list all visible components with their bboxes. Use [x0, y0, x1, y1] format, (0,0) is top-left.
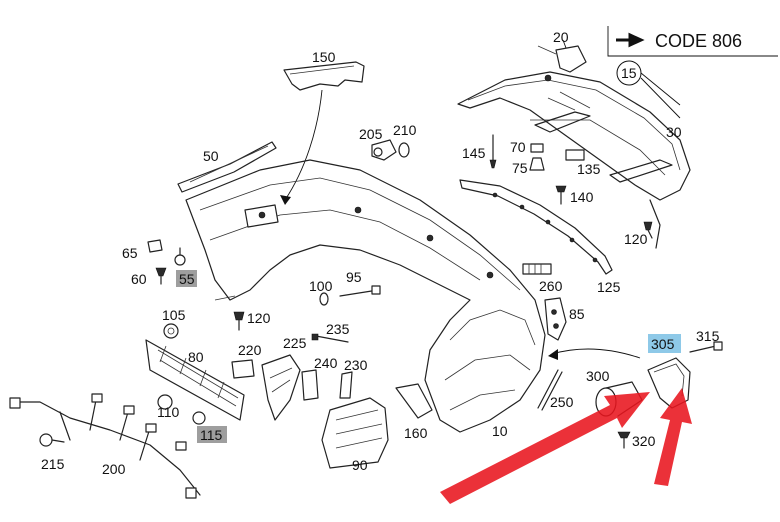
label-220: 220: [238, 342, 262, 358]
red-arrow-left: [440, 392, 650, 504]
part-85: [544, 297, 567, 341]
code-legend: CODE 806: [607, 26, 778, 57]
label-150: 150: [312, 49, 336, 65]
label-75: 75: [512, 160, 528, 176]
part-55: [174, 247, 186, 266]
part-80: [145, 339, 245, 421]
label-235: 235: [326, 321, 350, 337]
label-135: 135: [577, 161, 601, 177]
part-10-bumper: [185, 159, 546, 433]
highlight-305: [648, 334, 681, 353]
label-50: 50: [203, 148, 219, 164]
label-80: 80: [188, 349, 204, 365]
label-95: 95: [346, 269, 362, 285]
label-205: 205: [359, 126, 383, 142]
code-label: CODE 806: [655, 31, 742, 51]
part-30-diffuser: [457, 71, 691, 249]
label-230: 230: [344, 357, 368, 373]
label-15: 15: [621, 65, 637, 81]
label-70: 70: [510, 139, 526, 155]
label-260: 260: [539, 278, 563, 294]
part-205-210: [371, 139, 410, 161]
callout-15: [616, 60, 681, 119]
part-125: [459, 179, 613, 275]
label-120-right: 120: [624, 231, 648, 247]
part-140: [555, 185, 567, 205]
part-95: [339, 285, 381, 297]
part-70-75: [529, 143, 545, 171]
part-215: [39, 433, 65, 447]
assembly-arrow: [548, 348, 641, 360]
label-160: 160: [404, 425, 428, 441]
part-60: [155, 267, 167, 285]
part-105: [163, 323, 179, 339]
part-110: [157, 394, 173, 410]
part-150: [280, 61, 365, 205]
part-135: [565, 149, 585, 161]
label-140: 140: [570, 189, 594, 205]
label-145: 145: [462, 145, 486, 161]
part-65: [147, 239, 163, 253]
label-60: 60: [131, 271, 147, 287]
label-110: 110: [157, 404, 180, 420]
part-120-center: [233, 311, 245, 331]
part-225: [261, 354, 301, 421]
highlight-55: [176, 270, 197, 287]
part-100: [319, 292, 329, 306]
label-105: 105: [162, 307, 186, 323]
part-115: [192, 411, 206, 425]
label-20: 20: [553, 29, 569, 45]
label-55: 55: [179, 271, 195, 287]
arrow-right-icon: [616, 32, 645, 48]
highlight-115: [197, 426, 227, 443]
red-arrow-right: [654, 388, 692, 486]
label-90: 90: [352, 457, 368, 473]
label-300: 300: [586, 368, 610, 384]
label-30: 30: [666, 124, 682, 140]
part-50: [177, 141, 277, 193]
label-305: 305: [651, 336, 675, 352]
label-240: 240: [314, 355, 338, 371]
part-120-right: [643, 221, 653, 239]
part-220: [231, 359, 255, 379]
part-labels: 150 20 15 30 205 210 50 145 70 75 135 14…: [41, 29, 720, 477]
part-315: [689, 341, 723, 353]
label-125: 125: [597, 279, 621, 295]
label-215: 215: [41, 456, 65, 472]
part-235: [311, 333, 349, 343]
part-200-harness: [9, 393, 201, 499]
label-10: 10: [492, 423, 508, 439]
label-65: 65: [122, 245, 138, 261]
label-320: 320: [632, 433, 656, 449]
part-240: [301, 369, 319, 401]
label-85: 85: [569, 306, 585, 322]
label-100: 100: [309, 278, 333, 294]
label-315: 315: [696, 328, 720, 344]
part-320: [617, 431, 631, 449]
part-250: [537, 369, 563, 411]
label-210: 210: [393, 122, 417, 138]
label-250: 250: [550, 394, 574, 410]
part-145: [489, 134, 497, 169]
part-260: [522, 263, 552, 275]
label-200: 200: [102, 461, 126, 477]
label-115: 115: [200, 427, 223, 443]
label-225: 225: [283, 335, 307, 351]
part-90: [321, 397, 389, 469]
part-160: [395, 383, 433, 419]
label-120-center: 120: [247, 310, 271, 326]
part-20: [537, 39, 587, 82]
part-230: [339, 371, 353, 399]
